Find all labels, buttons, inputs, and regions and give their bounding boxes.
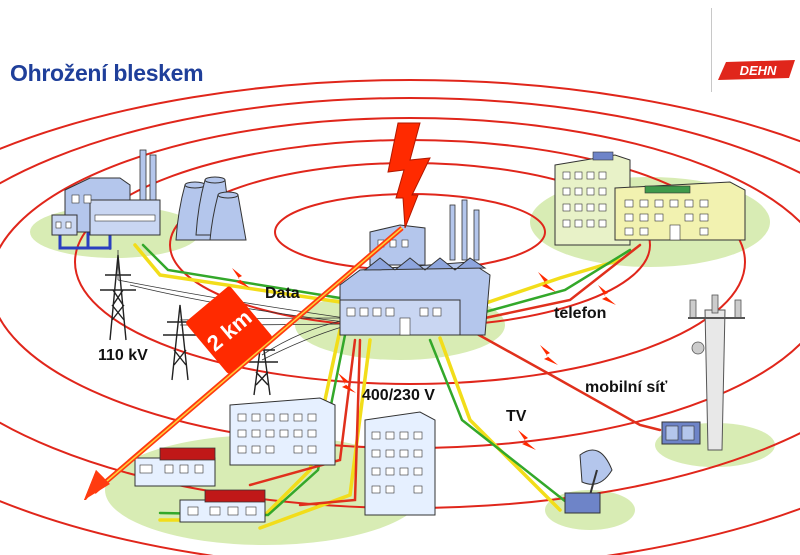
label-telefon: telefon (554, 305, 606, 322)
ring-6 (0, 79, 800, 555)
lightning-bolt (387, 122, 431, 229)
label-voltage: 400/230 V (362, 387, 435, 404)
surge-sparks (232, 268, 616, 450)
logo-text: DEHN (740, 63, 777, 78)
apartment-buildings (229, 397, 436, 516)
label-mobile: mobilní síť (585, 379, 668, 396)
power-plant (51, 149, 247, 241)
central-factory (339, 199, 491, 336)
office-buildings (554, 151, 746, 246)
cable-red (248, 243, 662, 507)
dehn-logo: DEHN (718, 60, 795, 80)
label-tv: TV (506, 408, 527, 425)
satellite-dish (564, 449, 613, 514)
label-110kv: 110 kV (98, 347, 148, 364)
cooling-towers (175, 176, 247, 241)
mobile-tower (661, 294, 745, 451)
transmission-towers (100, 254, 278, 396)
page-title: Ohrožení bleskem (10, 60, 204, 86)
distance-arrow (84, 226, 404, 500)
tower-1 (100, 254, 136, 341)
tower-2 (163, 304, 197, 381)
label-data: Data (265, 285, 300, 302)
houses (134, 447, 266, 523)
cable-blue (58, 230, 112, 250)
logo-divider (711, 8, 712, 92)
